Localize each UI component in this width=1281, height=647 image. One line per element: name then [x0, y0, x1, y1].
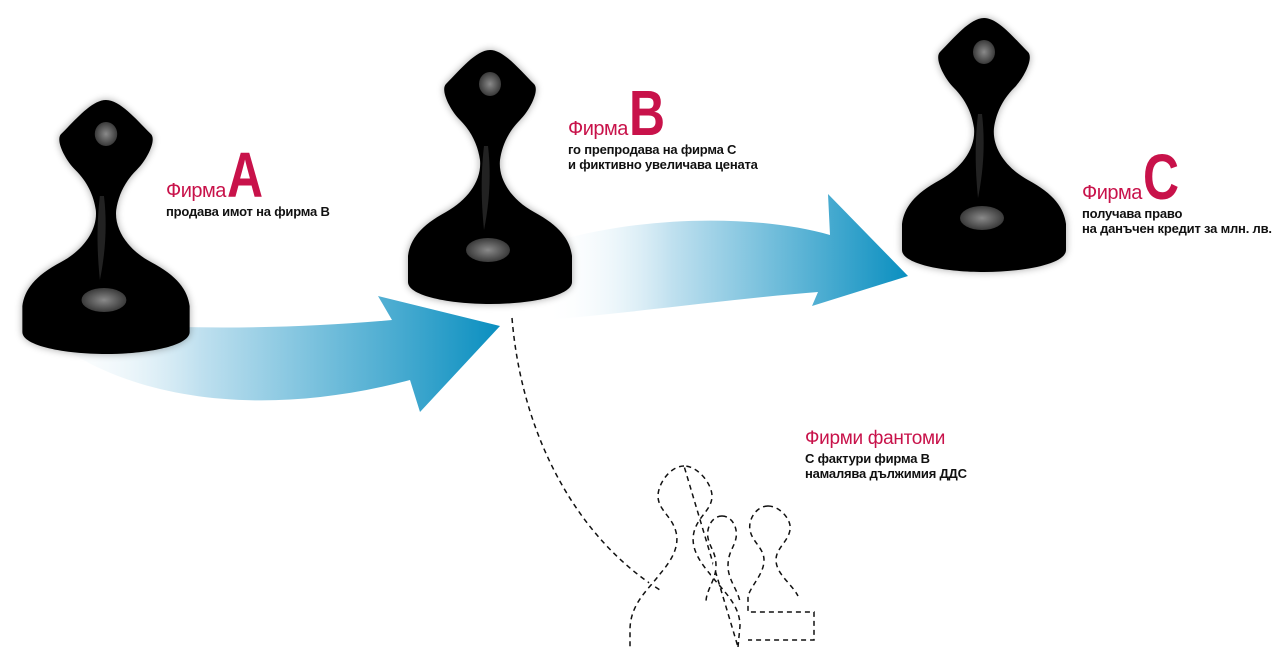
firm-c-word: Фирма — [1082, 183, 1142, 203]
firm-c-label: Фирма C получава право на данъчен кредит… — [1082, 152, 1272, 237]
phantom-firms-title: Фирми фантоми — [805, 428, 967, 450]
phantom-firms-label: Фирми фантоми С фактури фирма В намалява… — [805, 428, 967, 482]
firm-b-desc-bold: фирма С — [681, 142, 736, 157]
firm-b-desc-line2: и фиктивно увеличава цената — [568, 158, 758, 173]
pawn-c-icon — [902, 18, 1066, 272]
firm-c-desc-line2: на данъчен кредит за млн. лв. — [1082, 222, 1272, 237]
phantom-desc-line2: намалява дължимия ДДС — [805, 467, 967, 482]
pawn-b-icon — [408, 50, 572, 304]
phantom-desc-prefix: С фактури — [805, 451, 874, 466]
phantom-connector — [512, 318, 660, 590]
arrow-b-to-c — [546, 194, 908, 320]
pawn-a-icon — [22, 100, 189, 354]
firm-c-heading: Фирма C — [1082, 152, 1272, 203]
firm-a-label: Фирма A продава имот на фирма В — [166, 150, 330, 220]
firm-a-heading: Фирма A — [166, 150, 330, 201]
phantom-desc-line1: С фактури фирма В — [805, 452, 967, 467]
firm-b-letter: B — [629, 88, 665, 139]
firm-b-word: Фирма — [568, 119, 628, 139]
firm-a-word: Фирма — [166, 181, 226, 201]
firm-b-label: Фирма B го препродава на фирма С и фикти… — [568, 88, 758, 173]
firm-b-heading: Фирма B — [568, 88, 758, 139]
firm-a-desc-bold: фирма В — [274, 204, 329, 219]
firm-c-letter: C — [1143, 152, 1179, 203]
phantom-desc-bold: фирма В — [874, 451, 929, 466]
phantom-pawns-icon — [630, 466, 814, 647]
phantom-firms-description: С фактури фирма В намалява дължимия ДДС — [805, 452, 967, 482]
firm-a-letter: A — [227, 150, 263, 201]
